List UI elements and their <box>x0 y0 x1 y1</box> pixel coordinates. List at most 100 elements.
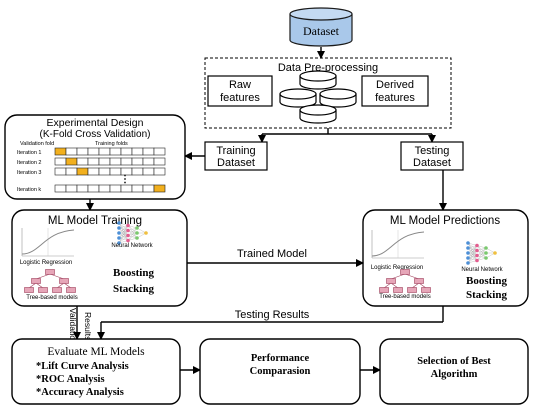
tree-edge <box>49 273 65 280</box>
training-fold-cell <box>87 167 100 176</box>
nn-node <box>484 246 488 250</box>
training-dataset-line1: Training <box>216 145 255 157</box>
preprocessing-box: Data Pre-processing Raw features Derived… <box>204 57 452 129</box>
tree-node <box>38 287 48 293</box>
derived-features-line2: features <box>375 92 415 104</box>
nn-node <box>475 258 479 263</box>
training-dataset-box: Training Dataset <box>204 141 268 171</box>
evaluate-item: *ROC Analysis <box>36 374 105 385</box>
tree-edge <box>411 282 420 289</box>
training-fold-cell <box>153 167 166 176</box>
tree-edge <box>63 282 72 289</box>
tree-edge <box>390 282 399 289</box>
nn-edge <box>118 225 129 234</box>
tree-model-icon <box>24 269 76 293</box>
tree-node <box>379 287 389 293</box>
training-fold-cell <box>131 147 144 156</box>
performance-line1: Performance <box>251 353 310 364</box>
nn-node <box>144 231 148 235</box>
tree-edge <box>28 282 37 289</box>
raw-features-line2: features <box>220 92 260 104</box>
training-fold-cell <box>131 167 144 176</box>
training-fold-cell <box>98 167 111 176</box>
ml-training-box: ML Model Training Logistic Regression Ne… <box>11 209 188 307</box>
tree-edge <box>418 282 427 289</box>
nn-edge <box>476 247 487 261</box>
nn-node <box>135 226 139 230</box>
iteration-label: Iteration 2 <box>17 160 41 166</box>
tree-node <box>66 287 76 293</box>
testing-dataset-box: Testing Dataset <box>400 141 464 171</box>
training-fold-cell <box>109 157 122 166</box>
training-fold-cell <box>131 184 144 193</box>
nn-node <box>117 241 121 245</box>
training-fold-cell <box>142 167 155 176</box>
validation-results-line1: Validation <box>68 308 78 345</box>
nn-edge <box>476 247 487 256</box>
predictions-tree-label: Tree-based models <box>379 294 430 300</box>
iterations-ellipsis: ⋮ <box>120 174 130 185</box>
training-fold-cell <box>109 184 122 193</box>
logistic-curve-icon <box>21 228 75 257</box>
tree-node <box>421 287 431 293</box>
tree-edge <box>383 282 392 289</box>
nn-edge <box>467 245 478 264</box>
nn-edge <box>467 245 478 254</box>
nn-node <box>475 243 479 248</box>
ml-predictions-box: ML Model Predictions Logistic Regression… <box>362 209 529 307</box>
tree-edge <box>404 273 420 280</box>
training-fold-cell <box>76 157 89 166</box>
training-fold-cell <box>76 147 89 156</box>
training-fold-cell <box>153 147 166 156</box>
raw-features-box <box>207 75 273 107</box>
nn-node <box>117 221 121 225</box>
training-tree-label: Tree-based models <box>26 295 77 301</box>
tree-node <box>393 287 403 293</box>
nn-edge <box>127 227 138 236</box>
training-fold-cell <box>65 167 78 176</box>
tree-edge <box>35 273 51 280</box>
neural-network-icon <box>466 241 497 265</box>
nn-node <box>135 236 139 240</box>
training-fold-cell <box>54 157 67 166</box>
derived-features-box <box>361 75 429 107</box>
nn-node <box>493 251 497 255</box>
nn-node <box>126 223 130 228</box>
iteration-label: Iteration k <box>17 187 41 193</box>
training-fold-cell <box>142 157 155 166</box>
nn-node <box>126 238 130 243</box>
testing-results-label: Testing Results <box>235 309 310 321</box>
training-fold-cell <box>120 147 133 156</box>
training-boosting-label: Boosting <box>113 267 154 279</box>
nn-node <box>117 236 121 240</box>
training-fold-cell <box>54 167 67 176</box>
nn-node <box>466 261 470 265</box>
predictions-title: ML Model Predictions <box>390 215 500 227</box>
training-fold-cell <box>65 147 78 156</box>
design-subtitle: (K-Fold Cross Validation) <box>40 129 151 140</box>
database-stack-icon <box>279 70 357 124</box>
derived-features-line1: Derived <box>376 79 414 91</box>
tree-node <box>45 269 55 275</box>
training-stacking-label: Stacking <box>113 283 154 295</box>
predictions-logistic-label: Logistic Regression <box>371 265 423 271</box>
raw-features-line1: Raw <box>229 79 251 91</box>
nn-node <box>466 256 470 260</box>
training-fold-cell <box>76 184 89 193</box>
training-fold-cell <box>87 157 100 166</box>
dataset-label: Dataset <box>303 24 340 38</box>
evaluate-item: *Lift Curve Analysis <box>36 361 129 372</box>
training-fold-cell <box>142 147 155 156</box>
tree-edge <box>56 282 65 289</box>
nn-edge <box>127 227 138 241</box>
tree-model-icon <box>379 269 431 293</box>
nn-edge <box>118 225 129 244</box>
nn-node <box>126 233 130 238</box>
training-folds-label: Training folds <box>95 141 128 147</box>
training-fold-cell <box>142 184 155 193</box>
nn-node <box>466 241 470 245</box>
nn-edge <box>476 252 487 261</box>
training-logistic-label: Logistic Regression <box>20 260 72 266</box>
experimental-design-box: Experimental Design (K-Fold Cross Valida… <box>4 114 186 200</box>
training-fold-cell <box>153 157 166 166</box>
